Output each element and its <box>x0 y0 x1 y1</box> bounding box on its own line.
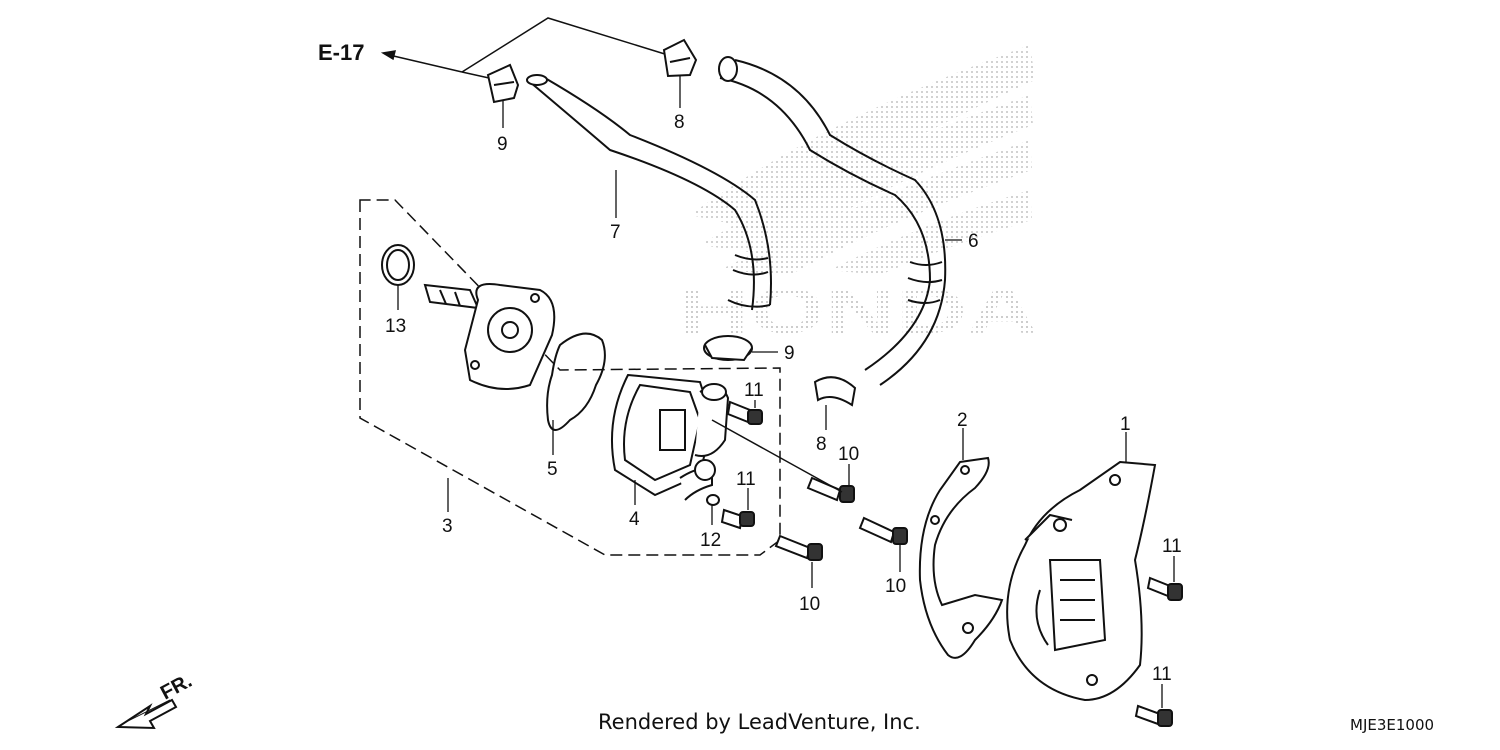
front-direction-arrow-icon: FR. <box>114 670 196 730</box>
callout-10-a: 10 <box>838 444 859 465</box>
callout-12: 12 <box>700 530 721 551</box>
clamp-8-upper <box>662 38 698 78</box>
cover-gasket-2 <box>918 456 1004 659</box>
callout-11-a: 11 <box>744 380 764 401</box>
clamp-9-upper <box>486 63 520 104</box>
pump-body-4 <box>610 373 730 501</box>
bolt-11-b <box>720 508 755 530</box>
bolt-11-c <box>1146 576 1183 601</box>
bolt-10-c <box>858 516 908 545</box>
clamp-8-lower <box>813 376 857 407</box>
front-direction-label: FR. <box>157 670 196 705</box>
callout-10-b: 10 <box>799 594 820 615</box>
callout-11-b: 11 <box>736 469 756 490</box>
bolt-11-d <box>1134 704 1173 727</box>
reference-arrow <box>380 17 669 81</box>
leader-lines <box>397 76 1175 708</box>
callout-4: 4 <box>629 509 640 530</box>
o-ring-13 <box>381 244 415 286</box>
callout-9-lower: 9 <box>784 343 795 364</box>
dowel-12 <box>706 494 720 506</box>
bolt-10-b <box>774 534 823 561</box>
honda-wing-watermark <box>690 45 1035 275</box>
callout-11-c: 11 <box>1162 536 1182 557</box>
hose-6 <box>718 56 947 386</box>
hose-7 <box>526 74 772 311</box>
reference-label: E-17 <box>318 40 364 65</box>
callout-3: 3 <box>442 516 453 537</box>
callout-9-upper: 9 <box>497 134 508 155</box>
clamp-9-lower <box>703 335 753 362</box>
impeller-shaft <box>423 283 556 390</box>
pump-cover-1 <box>1006 460 1157 702</box>
callout-13: 13 <box>385 316 406 337</box>
long-bolt-shaft <box>711 419 843 493</box>
callout-8-upper: 8 <box>674 112 685 133</box>
bolt-10-a <box>806 476 855 503</box>
callout-8-lower: 8 <box>816 434 827 455</box>
gasket-5 <box>546 332 606 431</box>
bolt-11-a <box>726 400 763 425</box>
callout-1: 1 <box>1120 414 1131 435</box>
credit-text: Rendered by LeadVenture, Inc. <box>598 710 921 734</box>
diagram-code: MJE3E1000 <box>1350 716 1435 734</box>
callout-6: 6 <box>968 231 979 252</box>
honda-wordmark-watermark: HONDA <box>678 275 1038 347</box>
callout-7: 7 <box>610 222 621 243</box>
callout-5: 5 <box>547 459 558 480</box>
assembly-3-outline <box>359 199 781 556</box>
callout-10-c: 10 <box>885 576 906 597</box>
callout-2: 2 <box>957 410 968 431</box>
callout-11-d: 11 <box>1152 664 1172 685</box>
